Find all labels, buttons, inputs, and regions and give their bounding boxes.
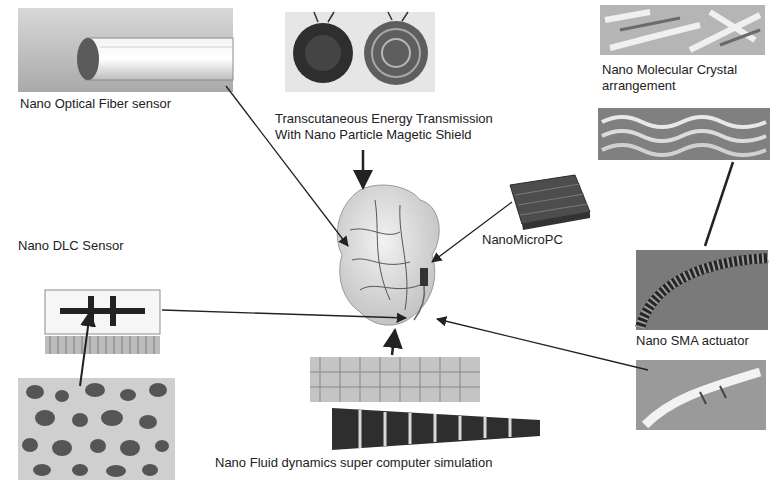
porous-surface-photo-part-part [142, 464, 158, 476]
porous-surface-photo-part [22, 383, 169, 477]
coil-photo-part [285, 12, 435, 92]
artificial-heart-part [337, 185, 439, 325]
pointer-arrows-part [705, 162, 733, 246]
sma-actuator-photo-part [645, 372, 760, 425]
artificial-heart-part [420, 268, 428, 286]
crystal-photo [598, 5, 770, 160]
porous-surface-photo-part-part [90, 439, 106, 453]
pointer-arrows-part [362, 150, 365, 188]
photo-caption: Nano SMA actuator [636, 333, 749, 349]
fiber-photo-part [100, 47, 233, 48]
porous-surface-photo-part-part [85, 383, 105, 397]
coil-photo-part [305, 35, 341, 71]
fiber-photo-part [77, 38, 99, 80]
pointer-arrows-part [392, 330, 395, 355]
porous-surface-photo-part-part [55, 390, 69, 402]
chip-photo [510, 175, 590, 230]
photo-caption: NanoMicroPC [482, 232, 563, 248]
caption-text: Nano Optical Fiber sensor [20, 96, 171, 111]
pointer-arrows-part [226, 86, 348, 246]
crystal-photo-part [602, 145, 766, 155]
dlc-sensor-photo-part [50, 336, 154, 354]
porous-surface-photo-part-part [149, 383, 167, 397]
fluid-simulation-photo-part [332, 408, 540, 450]
caption-text: Nano DLC Sensor [18, 238, 124, 253]
fluid-simulation-photo [310, 357, 540, 450]
porous-surface-photo-part-part [120, 389, 136, 401]
porous-surface-photo-part-part [120, 440, 140, 456]
porous-surface-photo-part-part [106, 465, 126, 477]
photo-caption: Nano Molecular Crystal arrangement [600, 62, 740, 94]
porous-surface-photo-part-part [155, 440, 169, 452]
pointer-arrows-part [162, 310, 406, 318]
fiber-photo-part [86, 38, 233, 80]
coil-photo-part [293, 23, 353, 83]
porous-surface-photo-part [18, 378, 175, 480]
photo-caption: Nano Fluid dynamics super computer simul… [215, 455, 492, 471]
porous-surface-photo-part-part [72, 464, 88, 476]
sma-actuator-photo-part [640, 258, 768, 328]
photo-caption: Nano DLC Sensor [18, 238, 124, 254]
artificial-heart [337, 185, 439, 325]
fluid-simulation-photo-part [310, 357, 480, 402]
coil-photo-part [372, 29, 420, 77]
dlc-sensor-photo-part [45, 290, 160, 334]
photo-caption: Nano Optical Fiber sensor [20, 96, 171, 112]
porous-surface-photo-part-part [35, 410, 55, 426]
dlc-sensor-photo [45, 290, 160, 354]
sma-actuator-photo-part [700, 386, 726, 404]
porous-surface-photo-part-part [26, 385, 44, 399]
pointer-arrows-part [80, 312, 90, 386]
fiber-photo-part [18, 8, 233, 92]
coil-photo-part [364, 21, 428, 85]
crystal-photo-part [600, 5, 765, 55]
porous-surface-photo-part-part [101, 410, 123, 426]
pointer-arrows-part [437, 319, 648, 370]
dlc-sensor-photo-part [45, 336, 160, 354]
caption-text: Transcutaneous Energy Transmission With … [275, 111, 493, 142]
sma-actuator-photo-part [636, 250, 768, 330]
chip-photo-part [522, 212, 590, 230]
pointer-arrows [80, 86, 733, 386]
fluid-simulation-photo-part [310, 357, 480, 402]
dlc-sensor-photo-part [110, 296, 116, 326]
artificial-heart-part [350, 200, 420, 310]
crystal-photo-part [598, 108, 770, 160]
caption-text: Nano SMA actuator [636, 333, 749, 348]
sma-actuator-photo [636, 250, 768, 430]
sma-actuator-photo-part [636, 360, 766, 430]
porous-surface-photo-part-part [33, 464, 51, 476]
coil-photo-part [314, 12, 408, 22]
crystal-photo-part [602, 131, 766, 141]
porous-surface-photo-part-part [72, 413, 88, 427]
sma-actuator-photo-part [640, 258, 768, 328]
fluid-simulation-photo-part [360, 410, 510, 448]
porous-surface-photo [18, 378, 175, 480]
crystal-photo-part [602, 117, 766, 127]
crystal-photo-part [605, 12, 760, 50]
artificial-heart-part [414, 286, 424, 320]
crystal-photo-part [620, 18, 760, 45]
porous-surface-photo-part-part [52, 440, 72, 456]
caption-text: Nano Fluid dynamics super computer simul… [215, 455, 492, 470]
porous-surface-photo-part-part [22, 438, 38, 452]
chip-photo-part [515, 184, 587, 215]
coil-photo-part [382, 39, 410, 67]
porous-surface-photo-part-part [139, 415, 157, 429]
dlc-sensor-photo-part [60, 308, 145, 314]
caption-text: Nano Molecular Crystal arrangement [602, 62, 737, 93]
coil-photo [285, 12, 435, 92]
photo-caption: Transcutaneous Energy Transmission With … [275, 111, 515, 143]
caption-text: NanoMicroPC [482, 232, 563, 247]
fiber-photo [18, 8, 233, 92]
